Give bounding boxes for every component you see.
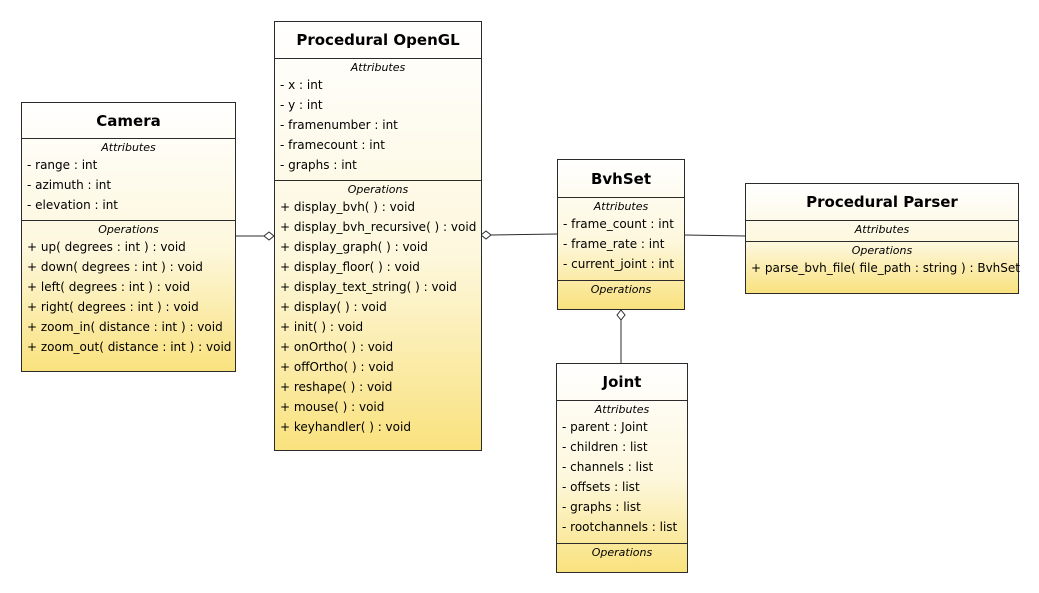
opengl-bvhset-aggregation-diamond	[480, 230, 492, 240]
bvhset-attribute: - frame_rate : int	[563, 237, 665, 251]
camera-attribute: - azimuth : int	[27, 178, 112, 192]
class-procedural-opengl[interactable]: Procedural OpenGL Attributes - x : int -…	[274, 21, 482, 451]
class-opengl-name: Procedural OpenGL	[275, 22, 481, 59]
camera-operation: + zoom_in( distance : int ) : void	[27, 320, 223, 334]
camera-operation: + down( degrees : int ) : void	[27, 260, 203, 274]
opengl-attribute: - graphs : int	[280, 158, 357, 172]
opengl-bvhset-connector	[490, 233, 558, 236]
opengl-attribute: - framecount : int	[280, 138, 385, 152]
class-bvhset[interactable]: BvhSet Attributes - frame_count : int - …	[557, 159, 685, 310]
joint-attribute: - graphs : list	[562, 500, 641, 514]
opengl-operation: + onOrtho( ) : void	[280, 340, 394, 354]
class-camera-name: Camera	[22, 103, 235, 139]
opengl-operation: + reshape( ) : void	[280, 380, 393, 394]
opengl-attributes-title: Attributes	[350, 61, 406, 74]
parser-attributes: Attributes	[746, 221, 1018, 242]
bvhset-joint-aggregation-diamond	[616, 309, 626, 321]
opengl-attribute: - y : int	[280, 98, 323, 112]
camera-attribute: - elevation : int	[27, 198, 119, 212]
class-parser-name: Procedural Parser	[746, 184, 1018, 221]
opengl-attribute: - x : int	[280, 78, 323, 92]
opengl-operation: + display_text_string( ) : void	[280, 280, 457, 294]
opengl-operation: + mouse( ) : void	[280, 400, 385, 414]
camera-attribute: - range : int	[27, 158, 98, 172]
opengl-attributes: Attributes - x : int - y : int - framenu…	[275, 59, 481, 181]
opengl-operations-title: Operations	[347, 183, 409, 196]
parser-operations: Operations + parse_bvh_file( file_path :…	[746, 242, 1020, 278]
joint-operations: Operations	[557, 544, 687, 560]
opengl-operations: Operations + display_bvh( ) : void + dis…	[275, 181, 481, 437]
opengl-operation: + display_graph( ) : void	[280, 240, 428, 254]
class-bvhset-name: BvhSet	[558, 160, 684, 198]
camera-operation: + up( degrees : int ) : void	[27, 240, 186, 254]
opengl-operation: + display( ) : void	[280, 300, 387, 314]
opengl-operation: + display_floor( ) : void	[280, 260, 420, 274]
opengl-operation: + keyhandler( ) : void	[280, 420, 411, 434]
camera-attributes-title: Attributes	[101, 141, 156, 154]
joint-attribute: - offsets : list	[562, 480, 640, 494]
joint-attribute: - children : list	[562, 440, 648, 454]
camera-operations: Operations + up( degrees : int ) : void …	[22, 221, 235, 357]
parser-operation: + parse_bvh_file( file_path : string ) :…	[751, 261, 1020, 275]
joint-operations-title: Operations	[591, 546, 653, 559]
camera-attributes: Attributes - range : int - azimuth : int…	[22, 139, 235, 221]
parser-attributes-title: Attributes	[854, 223, 910, 236]
camera-operation: + zoom_out( distance : int ) : void	[27, 340, 232, 354]
camera-opengl-aggregation-diamond	[263, 231, 275, 241]
bvhset-attribute: - frame_count : int	[563, 217, 674, 231]
class-joint-name: Joint	[557, 364, 687, 401]
parser-operations-title: Operations	[851, 244, 913, 257]
joint-attribute: - channels : list	[562, 460, 654, 474]
opengl-operation: + init( ) : void	[280, 320, 364, 334]
joint-attributes-title: Attributes	[594, 403, 650, 416]
bvhset-attributes-title: Attributes	[593, 200, 649, 213]
bvhset-attributes: Attributes - frame_count : int - frame_r…	[558, 198, 684, 281]
opengl-operation: + display_bvh_recursive( ) : void	[280, 220, 477, 234]
opengl-operation: + display_bvh( ) : void	[280, 200, 416, 214]
class-camera[interactable]: Camera Attributes - range : int - azimut…	[21, 102, 236, 372]
class-procedural-parser[interactable]: Procedural Parser Attributes Operations …	[745, 183, 1020, 294]
opengl-attribute: - framenumber : int	[280, 118, 398, 132]
camera-operation: + right( degrees : int ) : void	[27, 300, 199, 314]
camera-operation: + left( degrees : int ) : void	[27, 280, 190, 294]
opengl-operation: + offOrtho( ) : void	[280, 360, 394, 374]
joint-attribute: - parent : Joint	[562, 420, 648, 434]
bvhset-operations-title: Operations	[590, 283, 652, 296]
bvhset-attribute: - current_joint : int	[563, 257, 675, 271]
bvhset-parser-connector	[684, 234, 746, 237]
camera-operations-title: Operations	[98, 223, 159, 236]
class-joint[interactable]: Joint Attributes - parent : Joint - chil…	[556, 363, 688, 573]
joint-attribute: - rootchannels : list	[562, 520, 678, 534]
joint-attributes: Attributes - parent : Joint - children :…	[557, 401, 687, 544]
bvhset-operations: Operations	[558, 281, 684, 297]
